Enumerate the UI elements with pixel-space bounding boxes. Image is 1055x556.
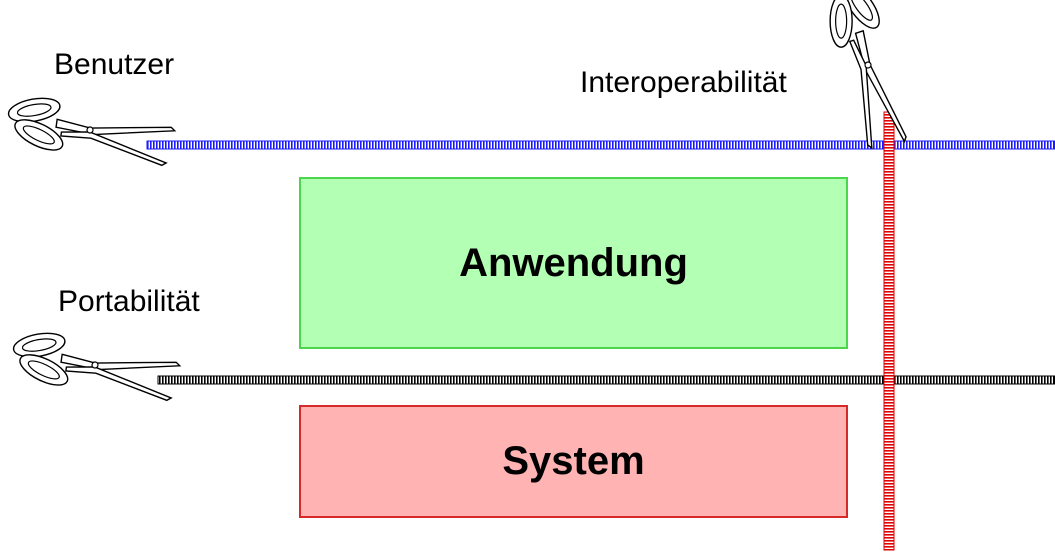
application-box-fill — [299, 177, 848, 349]
portability-scissors-icon — [4, 322, 184, 408]
user-label: Benutzer — [54, 48, 175, 81]
benutzer-scissors-icon — [0, 87, 179, 173]
portability-label: Portabilität — [58, 285, 200, 318]
application-box: Anwendung — [299, 177, 848, 349]
interoperability-scissors-icon — [811, 0, 924, 156]
system-box: System — [299, 405, 848, 518]
interoperability-label: Interoperabilität — [580, 66, 787, 99]
system-box-label: System — [502, 439, 645, 483]
user-cut-line — [146, 140, 1055, 150]
system-box-fill — [299, 405, 848, 518]
interoperability-cut-line — [883, 111, 895, 551]
application-box-label: Anwendung — [459, 240, 688, 285]
portability-cut-line — [157, 375, 1055, 385]
